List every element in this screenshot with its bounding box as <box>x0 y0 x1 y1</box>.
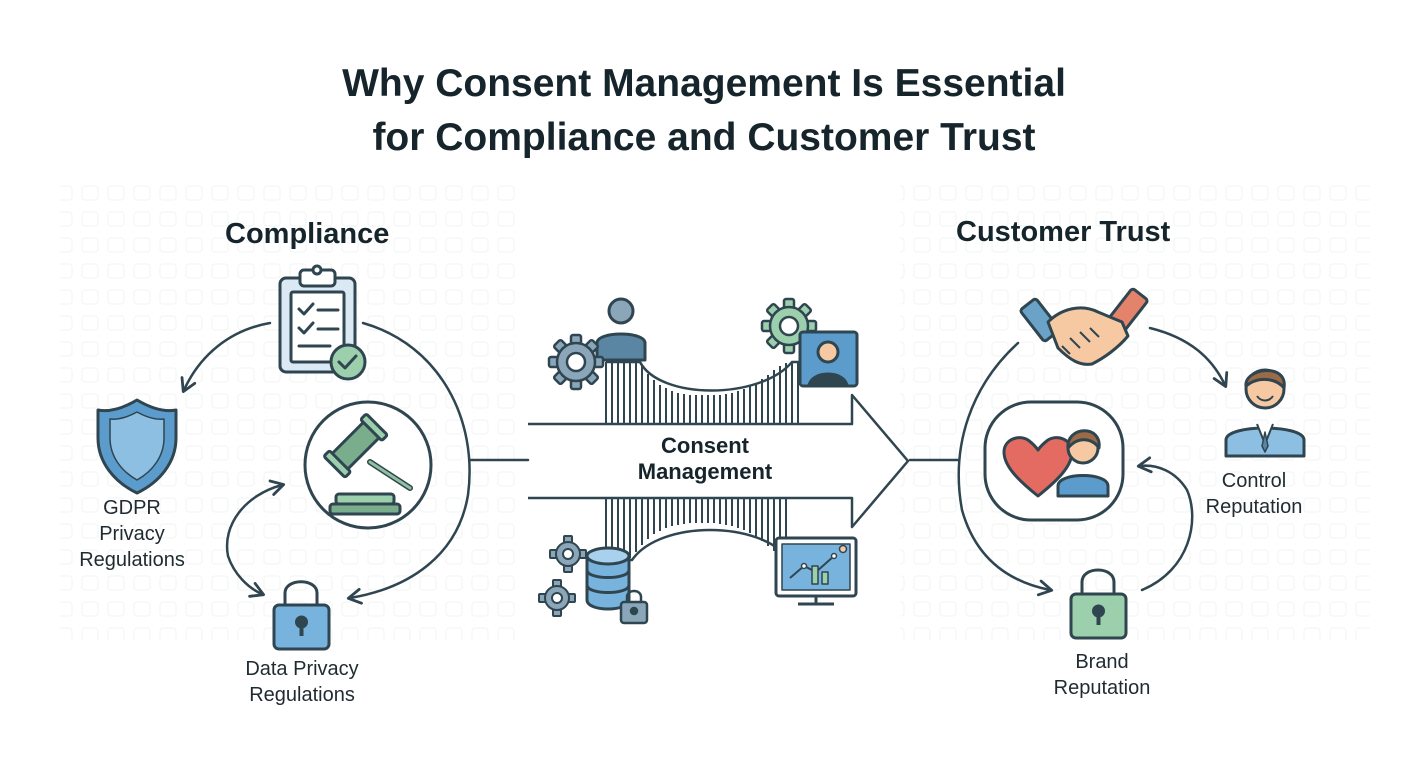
control-line-2: Reputation <box>1205 496 1303 518</box>
monitor-chart-icon <box>774 536 858 606</box>
heart-person-icon <box>983 400 1125 522</box>
consent-label-line-2: Management <box>637 459 773 484</box>
gear-icon-small-bottom <box>538 579 576 617</box>
consent-management-label: Consent Management <box>598 433 812 485</box>
arrow-outer-loop <box>346 321 471 605</box>
arrow-clipboard-to-shield <box>180 321 272 393</box>
consent-label-line-1: Consent <box>661 433 749 458</box>
user-icon <box>595 297 647 362</box>
compliance-cycle <box>180 321 530 605</box>
brand-line-1: Brand <box>1075 651 1129 673</box>
data-privacy-label: Data Privacy Regulations <box>222 656 382 708</box>
arrow-handshake-to-lock <box>957 341 1054 597</box>
clipboard-check-icon <box>278 264 367 381</box>
gear-icon-small-top <box>549 535 587 573</box>
arrow-lock-to-heart <box>1136 456 1194 592</box>
gdpr-label-line-3: Regulations <box>79 549 185 571</box>
gdpr-label-line-2: Privacy <box>99 523 165 545</box>
page-title-line-2: for Compliance and Customer Trust <box>372 116 1036 159</box>
brand-reputation-label: Brand Reputation <box>1040 649 1164 701</box>
control-reputation-label: Control Reputation <box>1190 468 1318 520</box>
trust-cycle <box>908 326 1229 597</box>
control-line-1: Control <box>1221 470 1287 492</box>
shield-icon <box>96 398 178 495</box>
handshake-icon <box>1019 287 1149 366</box>
gear-icon-left <box>547 333 605 391</box>
customer-trust-heading: Customer Trust <box>956 216 1171 248</box>
padlock-icon-left <box>272 580 331 651</box>
compliance-heading: Compliance <box>225 218 390 250</box>
gavel-icon <box>303 400 433 530</box>
data-privacy-line-2: Regulations <box>249 684 355 706</box>
padlock-icon-right <box>1069 568 1128 640</box>
small-padlock-icon <box>619 589 649 625</box>
arrow-gavel-lock <box>225 479 286 598</box>
data-privacy-line-1: Data Privacy <box>245 658 359 680</box>
consent-arrow <box>528 393 910 529</box>
arrow-handshake-to-person <box>1148 326 1229 388</box>
user-portrait-icon <box>798 330 859 388</box>
person-icon <box>1224 368 1306 458</box>
bridge-top <box>605 360 800 424</box>
background-texture-right <box>900 180 1370 640</box>
gdpr-label-line-1: GDPR <box>103 497 161 519</box>
page-title-line-1: Why Consent Management Is Essential <box>342 62 1066 105</box>
brand-line-2: Reputation <box>1053 677 1151 699</box>
gdpr-label: GDPR Privacy Regulations <box>62 495 202 573</box>
database-icon <box>585 546 631 611</box>
bridge-bottom <box>600 498 800 562</box>
